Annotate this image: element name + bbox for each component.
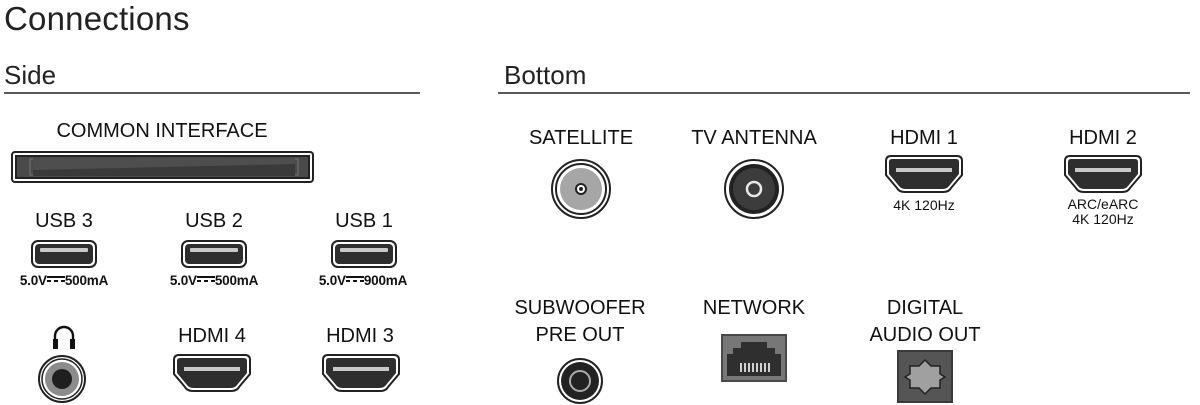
antenna-connector-icon [724, 159, 784, 219]
hdmi1-note: 4K 120Hz [893, 197, 955, 213]
page-title: Connections [4, 0, 190, 37]
hdmi4-label: HDMI 4 [178, 325, 246, 347]
usb1-power-spec: 5.0V 900mA [303, 273, 423, 288]
digital-audio-label-line1: DIGITAL [886, 297, 964, 319]
dc-symbol-icon [345, 274, 364, 284]
usb1-voltage: 5.0V [318, 273, 346, 288]
usb3-current: 500mA [64, 273, 109, 288]
satellite-label: SATELLITE [528, 127, 634, 149]
common-interface-label: COMMON INTERFACE [56, 120, 268, 142]
usb2-port-icon [181, 240, 247, 268]
subwoofer-jack-icon [557, 358, 603, 404]
dc-symbol-icon [196, 274, 215, 284]
side-divider [4, 92, 420, 94]
bottom-divider [498, 92, 1190, 94]
tv-antenna-label: TV ANTENNA [691, 127, 817, 149]
usb2-voltage: 5.0V [169, 273, 197, 288]
usb3-voltage: 5.0V [19, 273, 47, 288]
hdmi2-note-refresh: 4K 120Hz [1072, 211, 1134, 227]
hdmi4-port-icon [173, 354, 251, 392]
hdmi2-port-icon [1064, 155, 1142, 193]
hdmi1-port-icon [885, 155, 963, 193]
usb3-port-icon [31, 240, 97, 268]
dc-symbol-icon [46, 274, 65, 284]
usb2-power-spec: 5.0V 500mA [154, 273, 274, 288]
hdmi3-port-icon [322, 354, 400, 392]
satellite-connector-icon [551, 159, 611, 219]
usb2-current: 500mA [214, 273, 259, 288]
ci-slot-icon [11, 151, 314, 183]
side-heading: Side [4, 60, 57, 90]
hdmi2-label: HDMI 2 [1069, 127, 1137, 149]
subwoofer-label-line2: PRE OUT [535, 324, 625, 346]
ethernet-port-icon [721, 334, 787, 382]
usb2-label: USB 2 [185, 210, 243, 232]
optical-port-icon [897, 350, 953, 403]
hdmi2-note-arc: ARC/eARC [1067, 196, 1139, 212]
usb1-port-icon [331, 240, 397, 268]
usb3-label: USB 3 [35, 210, 93, 232]
hdmi3-label: HDMI 3 [326, 325, 394, 347]
hdmi1-label: HDMI 1 [890, 127, 958, 149]
subwoofer-label-line1: SUBWOOFER [514, 297, 646, 319]
headphone-icon [51, 324, 77, 351]
usb1-label: USB 1 [335, 210, 393, 232]
headphone-jack-icon [38, 355, 86, 403]
network-label: NETWORK [702, 297, 806, 319]
bottom-heading: Bottom [504, 60, 587, 90]
usb3-power-spec: 5.0V 500mA [4, 273, 124, 288]
digital-audio-label-line2: AUDIO OUT [869, 324, 981, 346]
usb1-current: 900mA [363, 273, 408, 288]
